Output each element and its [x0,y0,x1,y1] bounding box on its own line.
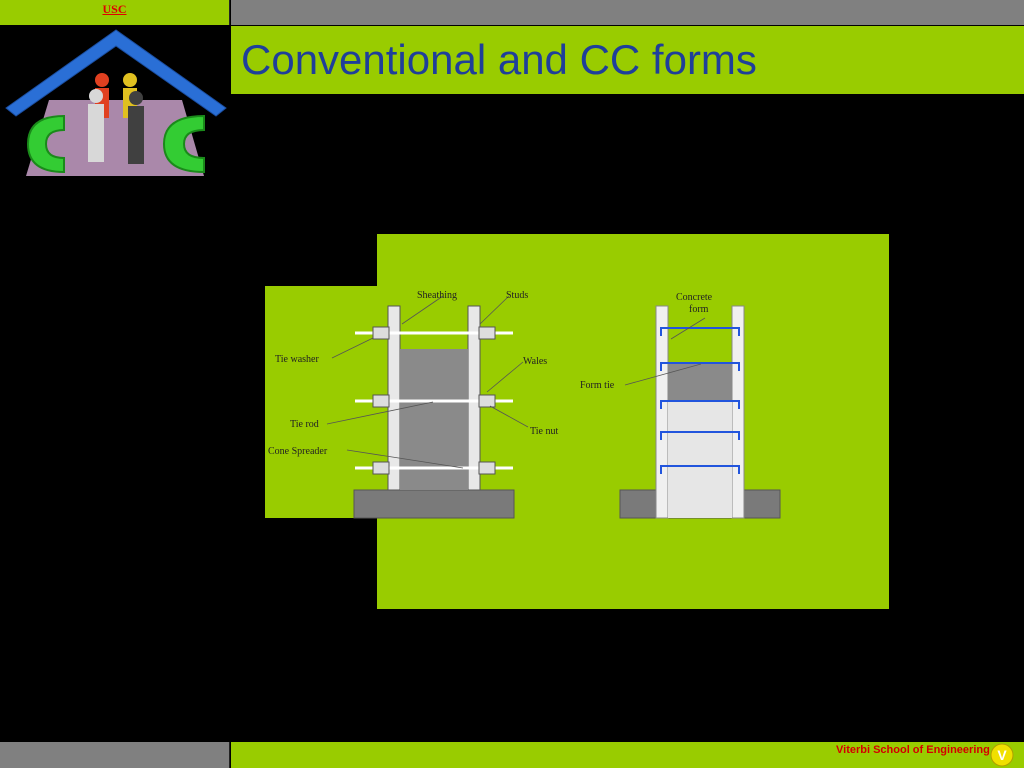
top-left-bar [0,0,230,25]
tie-rod-bottom [355,461,513,475]
label-concrete-form-line2: form [689,304,709,315]
viterbi-v-icon: V [990,743,1014,767]
label-tie-washer: Tie washer [275,354,319,365]
conventional-footing [353,489,515,519]
cc-concrete [668,362,732,400]
conventional-form: Sheathing Studs Tie washer Wales Tie rod… [268,290,558,519]
label-wales: Wales [523,356,547,367]
label-tie-rod: Tie rod [290,419,319,430]
cc-left-wall [655,305,669,519]
title-bar [231,26,1024,94]
cc-right-wall [731,305,745,519]
cc-form: Concrete form Form tie [580,292,781,519]
label-studs: Studs [506,290,528,301]
contour-crafting-house-logo [5,29,227,176]
tie-rod-middle [355,394,513,408]
footer-school-name: Viterbi School of Engineering [836,744,990,756]
cc-filled-layers [668,400,732,518]
label-concrete-form-line1: Concrete [676,292,713,303]
top-right-bar [231,0,1024,25]
label-sheathing: Sheathing [417,290,457,301]
viterbi-v-letter: V [997,747,1007,763]
bottom-right-bar [231,742,1024,768]
tie-rod-top [355,326,513,340]
label-form-tie: Form tie [580,380,615,391]
label-tie-nut: Tie nut [530,426,558,437]
bottom-left-bar [0,742,230,768]
formwork-diagram: Sheathing Studs Tie washer Wales Tie rod… [265,234,889,609]
slide-title: Conventional and CC forms [241,36,757,83]
label-cone-spreader: Cone Spreader [268,446,328,457]
usc-label[interactable]: USC [102,2,127,16]
